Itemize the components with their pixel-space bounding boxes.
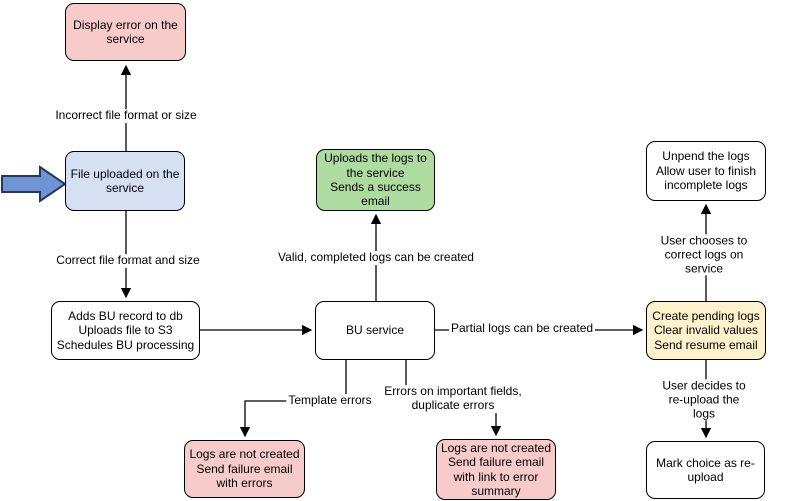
node-unpend-logs-label: Unpend the logs Allow user to finish inc… [655, 149, 757, 193]
node-upload-success-label: Uploads the logs to the service Sends a … [324, 151, 427, 209]
edge-label-correct-on-service: User chooses to correct logs on service [655, 233, 753, 276]
edge-label-valid-logs: Valid, completed logs can be created [276, 250, 476, 265]
node-mark-reupload-label: Mark choice as re- upload [656, 455, 755, 484]
edge-label-template-errors: Template errors [286, 393, 374, 408]
node-create-pending-logs: Create pending logs Clear invalid values… [646, 301, 766, 360]
node-bu-service: BU service [315, 301, 435, 360]
node-mark-reupload: Mark choice as re- upload [646, 441, 765, 499]
start-arrow-icon [1, 165, 67, 203]
node-unpend-logs: Unpend the logs Allow user to finish inc… [646, 141, 766, 201]
node-create-pending-logs-label: Create pending logs Clear invalid values… [652, 308, 760, 352]
node-failure-email-summary-label: Logs are not created Send failure email … [440, 440, 552, 498]
node-display-error-label: Display error on the service [73, 17, 178, 46]
node-upload-success: Uploads the logs to the service Sends a … [316, 149, 435, 211]
node-failure-email-summary: Logs are not created Send failure email … [436, 439, 556, 500]
node-failure-email-errors: Logs are not created Send failure email … [184, 440, 305, 498]
node-file-uploaded-label: File uploaded on the service [70, 166, 180, 195]
edge-label-important-errors: Errors on important fields, duplicate er… [382, 384, 524, 413]
edge-label-reupload-choice: User decides to re-upload the logs [655, 378, 753, 421]
edge-label-correct-format: Correct file format and size [54, 253, 202, 268]
node-adds-bu-record: Adds BU record to db Uploads file to S3 … [51, 301, 200, 360]
node-bu-service-label: BU service [345, 323, 404, 338]
node-adds-bu-record-label: Adds BU record to db Uploads file to S3 … [56, 308, 195, 352]
node-file-uploaded: File uploaded on the service [65, 151, 185, 211]
node-display-error: Display error on the service [65, 3, 186, 61]
edge-label-partial-logs: Partial logs can be created [448, 321, 596, 336]
edge-label-incorrect-format: Incorrect file format or size [53, 108, 199, 123]
node-failure-email-errors-label: Logs are not created Send failure email … [189, 447, 300, 491]
